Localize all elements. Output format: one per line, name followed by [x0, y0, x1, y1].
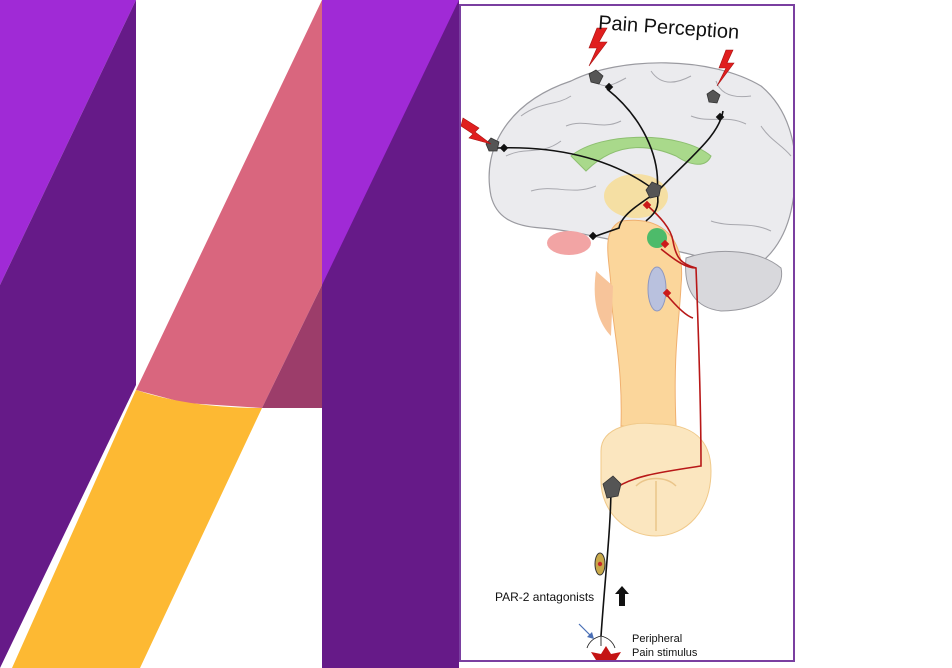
cerebellum [685, 250, 783, 312]
pain-pathway-diagram [461, 27, 793, 660]
spinal-cord-section [600, 422, 712, 537]
up-arrow-icon [615, 586, 629, 606]
brainstem [607, 219, 683, 427]
neuron-icon [485, 69, 721, 499]
pink-dark-stripe [262, 285, 322, 408]
stimulus-label-line1: Peripheral [632, 633, 683, 645]
ganglion-nucleus [597, 561, 603, 567]
antagonist-pointer [578, 623, 592, 637]
yellow-stripe [12, 390, 262, 668]
purple-dark-stripe [0, 0, 136, 668]
par2-antagonist-label: PAR-2 antagonists [495, 590, 595, 604]
orbitofrontal-region [547, 231, 591, 255]
stimulus-label-line2: Pain stimulus [632, 647, 698, 659]
brainstem-shadow [594, 271, 613, 336]
pain-burst-icon [591, 646, 621, 660]
antagonist-arrowhead [587, 632, 594, 639]
lightning-bolt-icon [461, 27, 735, 145]
purple-right-light [322, 0, 459, 285]
rostral-ventromedial-medulla [647, 266, 667, 312]
diagram-panel: Pain Perception PAR-2 antagonists Periph… [459, 4, 795, 662]
dorsal-horn [635, 477, 677, 531]
corpus-callosum [570, 136, 712, 172]
descending-pathway [612, 205, 702, 491]
nerve-endings [586, 635, 616, 649]
pink-stripe [136, 0, 322, 408]
